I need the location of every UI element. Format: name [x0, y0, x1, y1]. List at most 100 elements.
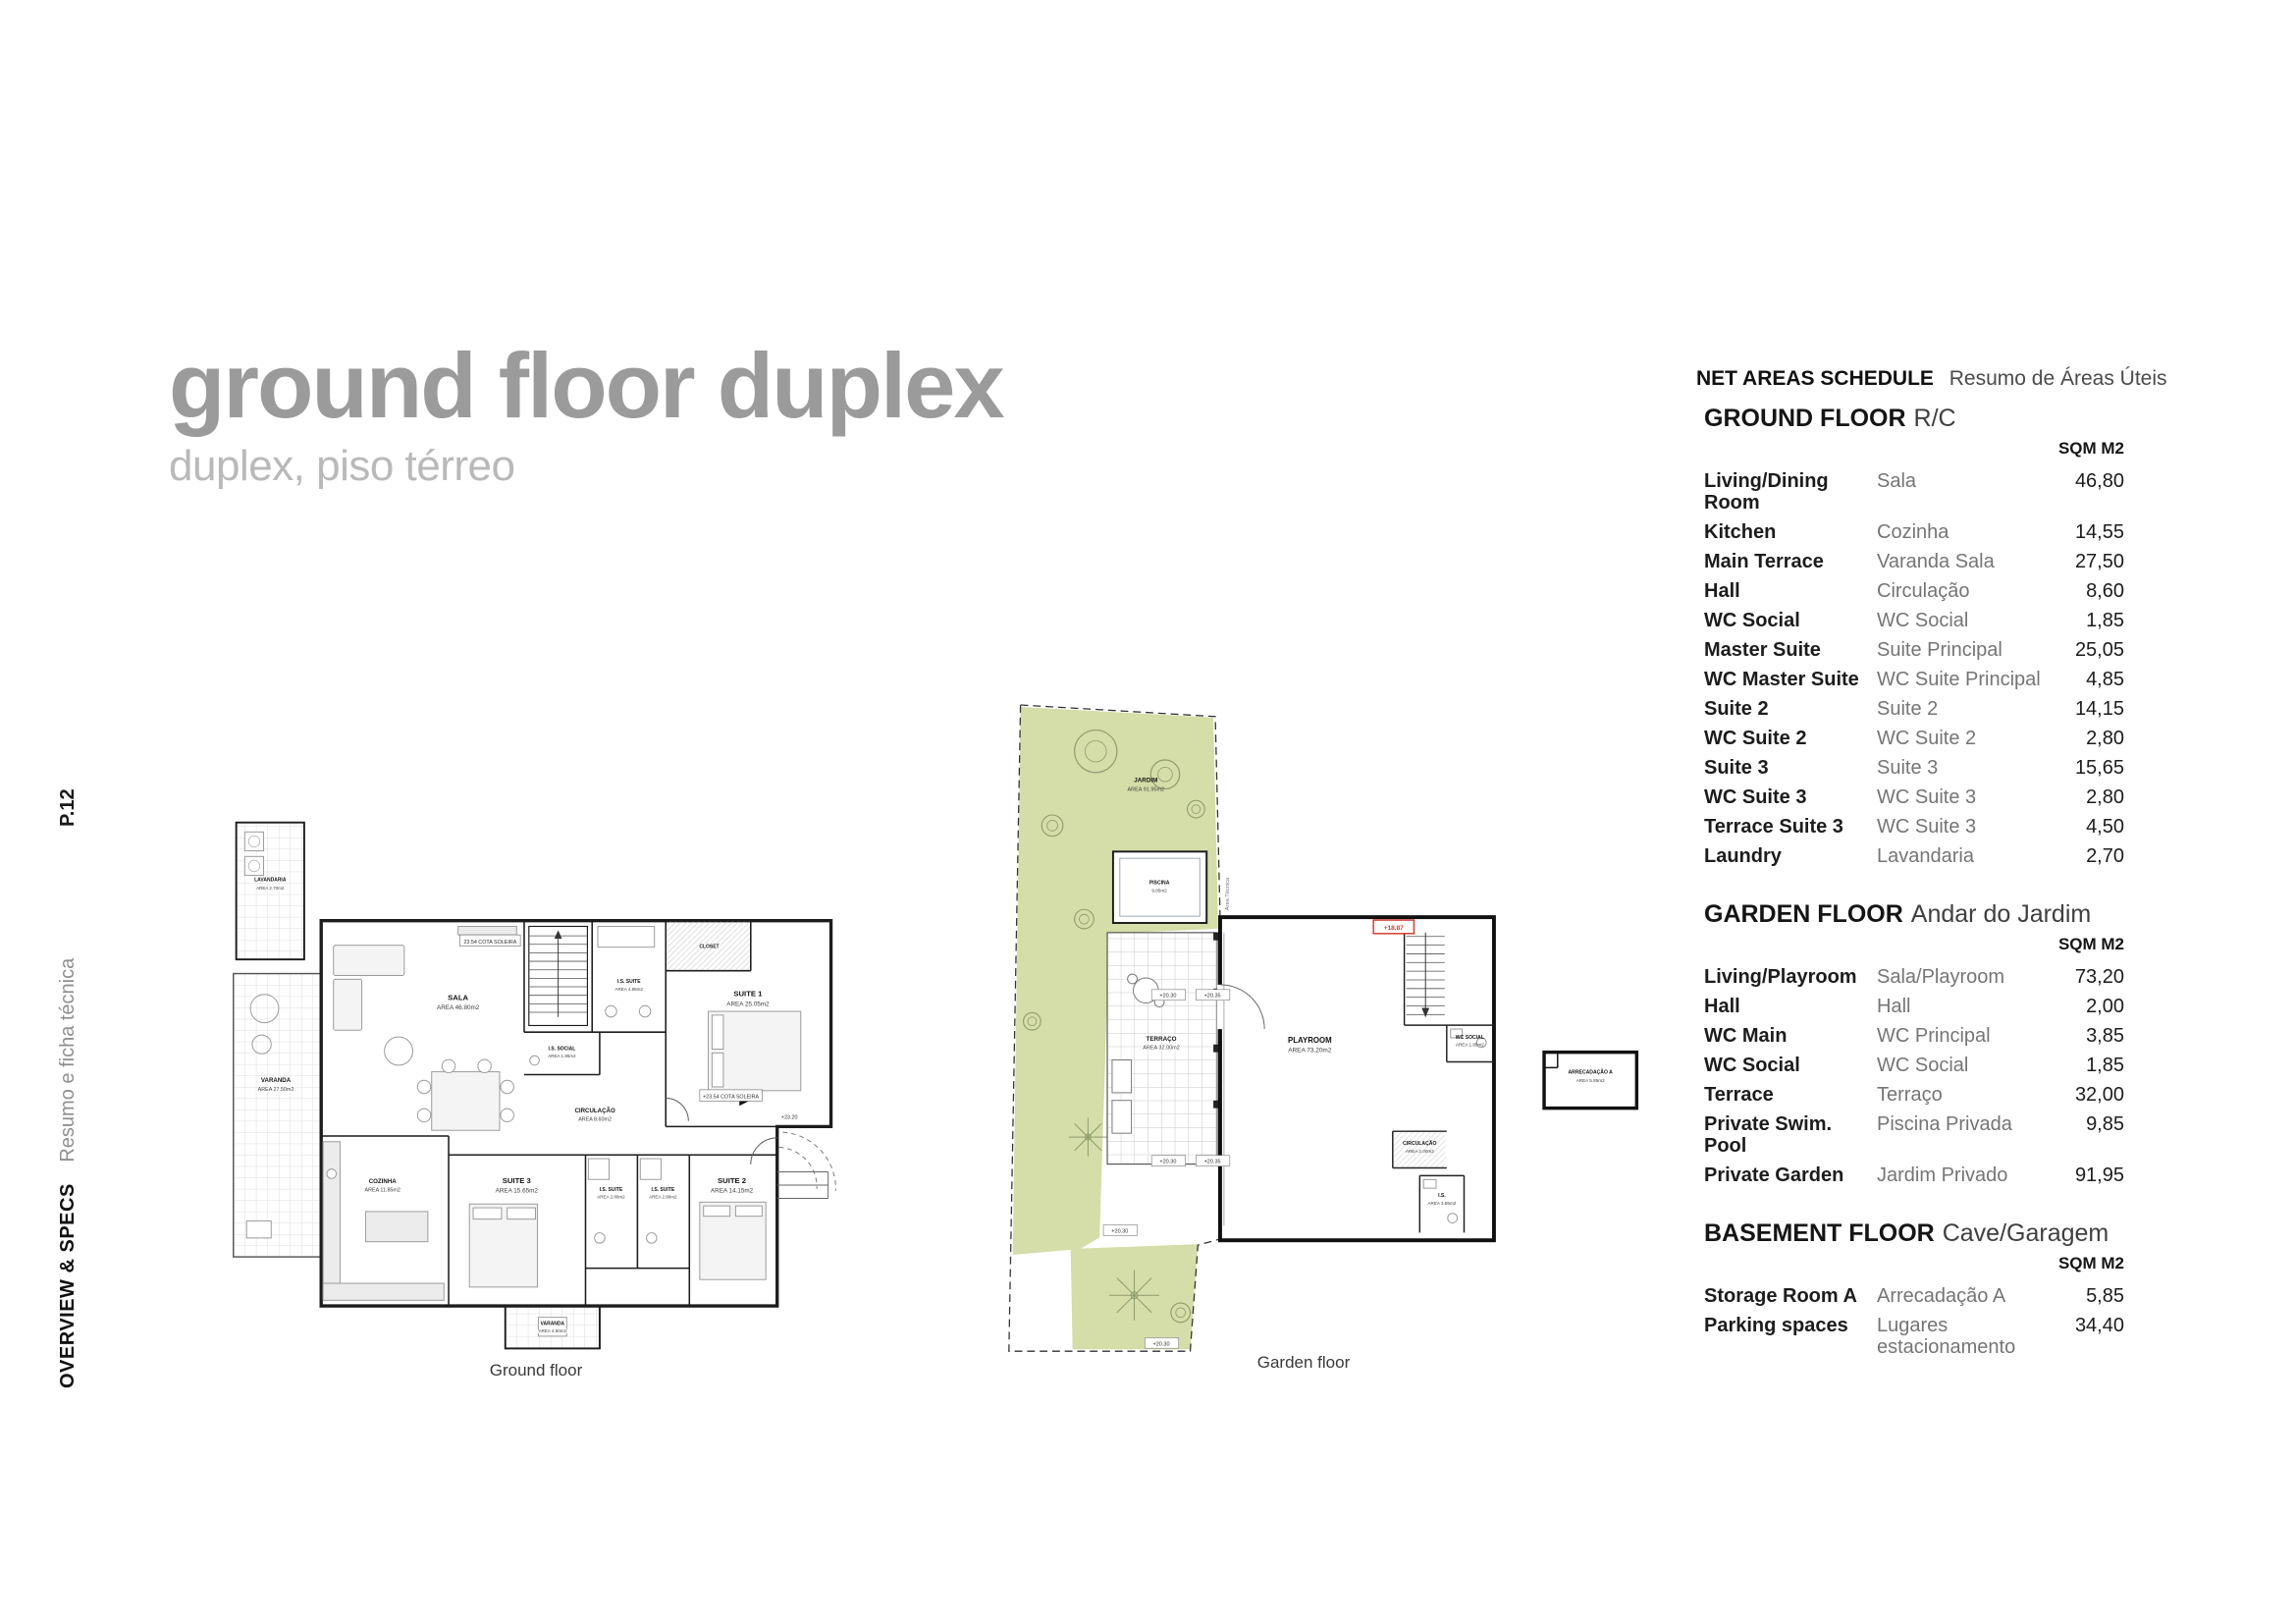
room-name-en: WC Social [1704, 610, 1800, 631]
room-name-pt: Suite 2 [1877, 698, 1939, 720]
level-marker: +23.54 COTA SOLEIRA [703, 1095, 760, 1101]
room-name-pt: Suite Principal [1877, 639, 2002, 661]
room-name-pt: WC Principal [1877, 1025, 1991, 1047]
room-name-en: Suite 2 [1704, 698, 1769, 720]
room-name-en: Terrace [1704, 1084, 1774, 1106]
room-name-pt: Lugares estacionamento [1877, 1315, 2016, 1358]
room-area-value: 2,70 [2086, 845, 2124, 867]
area-tecnica-label: Área Técnica [1224, 877, 1231, 910]
room-label-suite3: SUITE 3 [503, 1176, 531, 1185]
room-name-pt: Terraço [1877, 1084, 1943, 1106]
room-name-en: Terrace Suite 3 [1704, 816, 1843, 838]
svg-text:AREA 11.85m2: AREA 11.85m2 [365, 1188, 400, 1194]
garden-level-markers: +18.87 +20.30 +20.35 +20.30 +20.35 +20.3… [1102, 877, 1415, 1349]
room-label-is: I.S. [1438, 1193, 1446, 1199]
schedule-row: WC Master Suite WC Suite Principal 4,85 [1696, 665, 2124, 694]
schedule-row: Terrace Terraço 32,00 [1696, 1080, 2124, 1110]
svg-text:AREA 14.15m2: AREA 14.15m2 [711, 1188, 754, 1195]
page-number: P.12 [57, 788, 79, 827]
room-area-value: 73,20 [2074, 966, 2124, 988]
schedule-row: Private Swim. Pool Piscina Privada 9,85 [1696, 1110, 2124, 1161]
room-name-en: Living/Playroom [1704, 966, 1857, 988]
schedule-row: Terrace Suite 3 WC Suite 3 4,50 [1696, 812, 2124, 841]
unit-label: SQM M2 [2057, 1254, 2124, 1272]
schedule-row: Kitchen Cozinha 14,55 [1696, 517, 2124, 547]
net-areas-schedule: NET AREAS SCHEDULE Resumo de Áreas Úteis… [1696, 367, 2167, 1362]
room-name-pt: Sala/Playroom [1877, 966, 2005, 988]
room-label-jardim: JARDIM [1134, 778, 1157, 785]
palm-tree-icon [1068, 1117, 1108, 1157]
ground-floor-plan: LAVANDARIA AREA 2.70m2 SALA AREA 46.80m2… [222, 815, 850, 1358]
room-label-circulacao: CIRCULAÇÃO [574, 1108, 614, 1114]
svg-text:9,85m2: 9,85m2 [1151, 889, 1167, 893]
garden-floor-caption: Garden floor [1256, 1353, 1351, 1372]
room-label-wc-social: WC SOCIAL [1456, 1035, 1484, 1041]
room-area-value: 14,55 [2074, 521, 2124, 543]
section-title-pt: Andar do Jardim [1910, 900, 2092, 928]
room-name-en: Living/Dining Room [1704, 470, 1829, 514]
title-block: ground floor duplex duplex, piso térreo [169, 334, 1005, 491]
ground-stairs [528, 925, 588, 1027]
level-marker: +20.35 [1204, 994, 1221, 1000]
schedule-row: Storage Room A Arrecadação A 5,85 [1696, 1281, 2124, 1311]
schedule-rows: Storage Room A Arrecadação A 5,85 Parkin… [1696, 1281, 2124, 1362]
schedule-row: Master Suite Suite Principal 25,05 [1696, 635, 2124, 665]
room-name-en: Suite 3 [1704, 757, 1769, 779]
level-marker: +20.30 [1153, 1341, 1170, 1347]
room-label-circulacao-garden: CIRCULAÇÃO [1403, 1140, 1436, 1147]
svg-text:AREA 15.65m2: AREA 15.65m2 [496, 1188, 539, 1195]
level-marker: 23.54 COTA SOLEIRA [463, 940, 516, 946]
page-title: ground floor duplex [169, 334, 1005, 437]
level-marker: +20.35 [1204, 1160, 1221, 1165]
room-name-pt: Arrecadação A [1877, 1285, 2006, 1307]
room-label-arrecadacao: ARRECADAÇÃO A [1568, 1068, 1613, 1075]
room-label-cozinha: COZINHA [369, 1178, 398, 1185]
schedule-row: WC Suite 3 WC Suite 3 2,80 [1696, 783, 2124, 812]
ground-floor-caption: Ground floor [489, 1361, 583, 1380]
room-area-value: 9,85 [2086, 1113, 2124, 1135]
sidebar-label-en: OVERVIEW & SPECS [57, 1183, 79, 1388]
room-label-is-suite: I.S. SUITE [617, 979, 641, 985]
room-name-pt: Circulação [1877, 580, 1970, 602]
svg-text:AREA 2.80m2: AREA 2.80m2 [649, 1194, 677, 1199]
svg-text:AREA 3.85m2: AREA 3.85m2 [1427, 1201, 1456, 1206]
room-area-value: 1,85 [2086, 610, 2124, 631]
schedule-row: Suite 2 Suite 2 14,15 [1696, 694, 2124, 724]
section-title-pt: Cave/Garagem [1942, 1219, 2109, 1247]
svg-text:AREA 4.85m2: AREA 4.85m2 [615, 987, 644, 992]
room-area-value: 2,80 [2086, 728, 2124, 749]
sidebar-label-pt: Resumo e ficha técnica [57, 957, 79, 1163]
page-subtitle: duplex, piso térreo [169, 442, 515, 490]
room-name-en: Main Terrace [1704, 551, 1824, 572]
schedule-rows: Living/Dining Room Sala 46,80 Kitchen Co… [1696, 466, 2124, 871]
svg-text:AREA 2.80m2: AREA 2.80m2 [597, 1194, 625, 1199]
svg-text:AREA 91.95m2: AREA 91.95m2 [1128, 786, 1165, 792]
room-name-en: Private Swim. Pool [1704, 1113, 1833, 1157]
room-name-pt: Sala [1877, 470, 1917, 492]
room-name-pt: WC Suite 2 [1877, 728, 1977, 749]
schedule-row: WC Social WC Social 1,85 [1696, 606, 2124, 635]
schedule-title-en: NET AREAS SCHEDULE [1696, 367, 1934, 390]
room-name-en: Kitchen [1704, 521, 1777, 543]
svg-text:AREA 32.00m2: AREA 32.00m2 [1143, 1046, 1180, 1052]
room-name-pt: Hall [1877, 996, 1911, 1017]
room-label-lavandaria: LAVANDARIA [254, 877, 287, 883]
room-name-pt: Cozinha [1877, 521, 1949, 543]
svg-text:AREA 46.80m2: AREA 46.80m2 [437, 1004, 480, 1011]
unit-label: SQM M2 [2057, 439, 2124, 458]
section-title-pt: R/C [1913, 405, 1956, 432]
room-name-pt: WC Social [1877, 1055, 1969, 1076]
room-name-pt: WC Suite Principal [1877, 669, 2041, 690]
room-name-en: Hall [1704, 580, 1740, 602]
garden-trees [1023, 729, 1205, 1324]
schedule-header: NET AREAS SCHEDULE Resumo de Áreas Úteis [1696, 367, 2167, 391]
ground-floor-plan-drawing: LAVANDARIA AREA 2.70m2 SALA AREA 46.80m2… [233, 821, 836, 1350]
room-area-value: 27,50 [2074, 551, 2124, 572]
room-name-pt: Suite 3 [1877, 757, 1939, 779]
garden-floor-plan-drawing: JARDIM AREA 91.95m2 PISCINA 9,85m2 TERRA… [1008, 704, 1639, 1352]
svg-text:AREA 25.05m2: AREA 25.05m2 [726, 1001, 770, 1007]
schedule-title-pt: Resumo de Áreas Úteis [1949, 367, 2167, 390]
room-label-suite2: SUITE 2 [718, 1176, 746, 1185]
